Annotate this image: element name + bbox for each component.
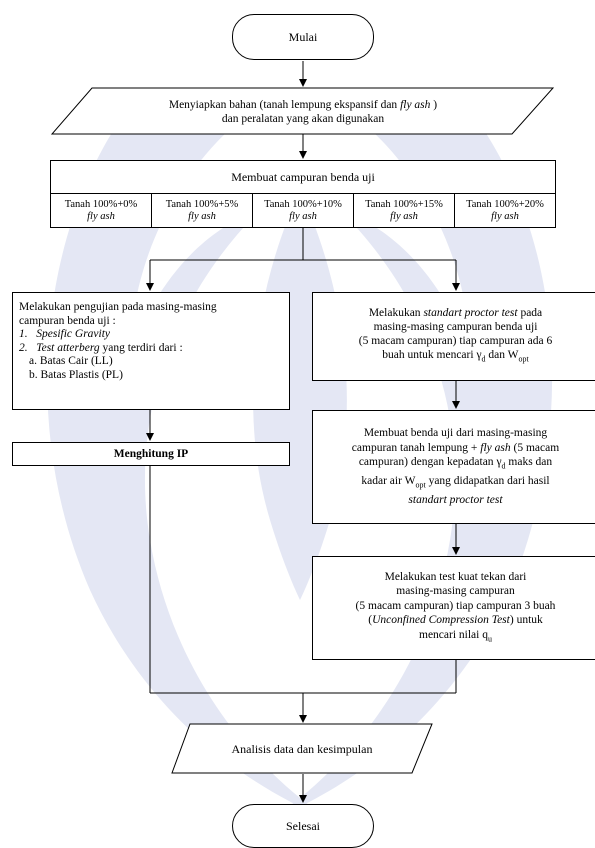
proctor-step: Melakukan standart proctor test pada mas… — [312, 292, 595, 381]
start-label: Mulai — [288, 30, 318, 44]
prepare-shape — [50, 87, 555, 135]
analysis-step: Analisis data dan kesimpulan — [231, 741, 373, 756]
mix-cell: Tanah 100%+10%fly ash — [252, 193, 354, 228]
mix-cell: Tanah 100%+20%fly ash — [454, 193, 556, 228]
prepare-line-1: Menyiapkan bahan (tanah lempung ekspansi… — [168, 98, 438, 111]
tests-step: Melakukan pengujian pada masing-masing c… — [12, 292, 290, 410]
mix-cell: Tanah 100%+0%fly ash — [50, 193, 152, 228]
ucs-step: Melakukan test kuat tekan dari masing-ma… — [312, 556, 595, 660]
end-terminal: Selesai — [232, 804, 374, 848]
ip-step: Menghitung IP — [12, 442, 290, 466]
mix-cell: Tanah 100%+15%fly ash — [353, 193, 455, 228]
end-label: Selesai — [286, 819, 320, 833]
mix-step-title: Membuat campuran benda uji — [50, 160, 556, 194]
mix-cell: Tanah 100%+5%fly ash — [151, 193, 253, 228]
start-terminal: Mulai — [232, 14, 374, 60]
specimen-step: Membuat benda uji dari masing-masing cam… — [312, 410, 595, 524]
prepare-step: Menyiapkan bahan (tanah lempung ekspansi… — [60, 89, 546, 134]
prepare-line-2: dan peralatan yang akan digunakan — [221, 112, 385, 125]
analysis-shape — [171, 723, 433, 774]
